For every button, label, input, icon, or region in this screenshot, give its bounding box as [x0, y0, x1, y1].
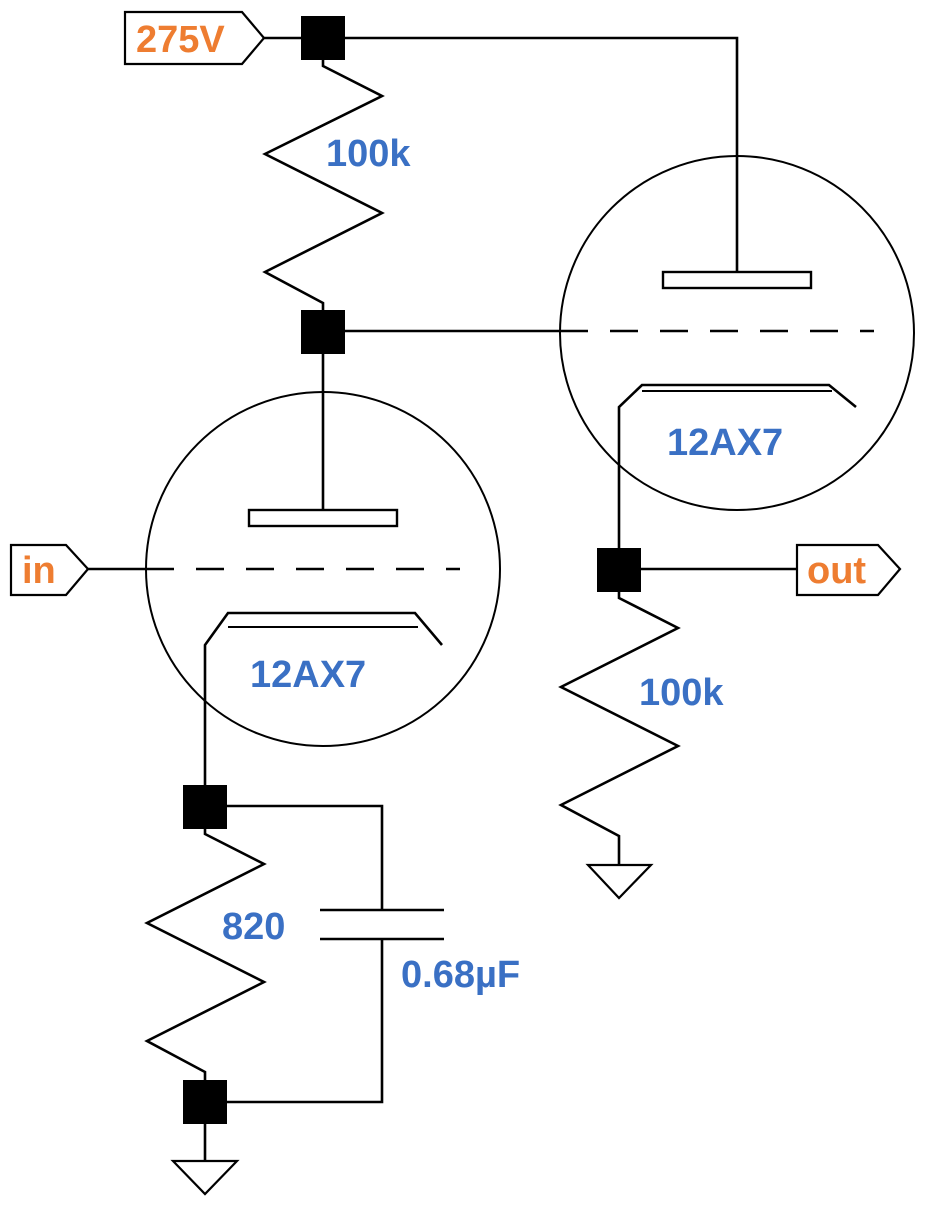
- ground-symbol-left: [170, 1159, 240, 1196]
- tube-v2-plate: [661, 270, 813, 290]
- input-port-flag: [9, 543, 90, 597]
- input-port: in: [9, 543, 90, 597]
- supply-port: 275V: [123, 10, 266, 66]
- cathode-resistor: [144, 828, 267, 1080]
- bypass-capacitor-value: 0.68µF: [401, 954, 520, 996]
- tube-v2-envelope: [559, 155, 915, 511]
- supply-port-flag: [123, 10, 266, 66]
- junction-node-ground: [183, 1080, 227, 1124]
- output-port: out: [795, 543, 902, 597]
- top-rail-wire: [345, 36, 739, 272]
- junction-node-v1-cathode: [183, 785, 227, 829]
- junction-node-v1-plate: [301, 310, 345, 354]
- tube-v1-plate: [247, 508, 399, 528]
- tube-v1-cathode: [203, 611, 443, 785]
- ground-symbol-right: [585, 863, 654, 900]
- bypass-cap-top-wire: [227, 804, 384, 910]
- tube-v2-type: 12AX7: [667, 422, 783, 464]
- supply-port-label: 275V: [136, 19, 225, 61]
- input-port-label: in: [22, 550, 56, 592]
- cathode-resistor-value: 820: [222, 906, 285, 948]
- tube-v2: 12AX7: [559, 155, 915, 548]
- follower-load-resistor: [558, 590, 681, 865]
- output-port-flag: [795, 543, 902, 597]
- output-port-label: out: [807, 550, 866, 592]
- tube-v1: 12AX7: [145, 354, 501, 785]
- tube-v2-cathode: [617, 383, 857, 548]
- junction-node-supply: [301, 16, 345, 60]
- follower-load-value: 100k: [639, 672, 724, 714]
- tube-v1-type: 12AX7: [250, 654, 366, 696]
- bypass-cap-bottom-wire: [227, 939, 384, 1104]
- junction-node-output: [597, 548, 641, 592]
- plate-resistor-value: 100k: [326, 133, 411, 175]
- plate-resistor: [262, 60, 385, 310]
